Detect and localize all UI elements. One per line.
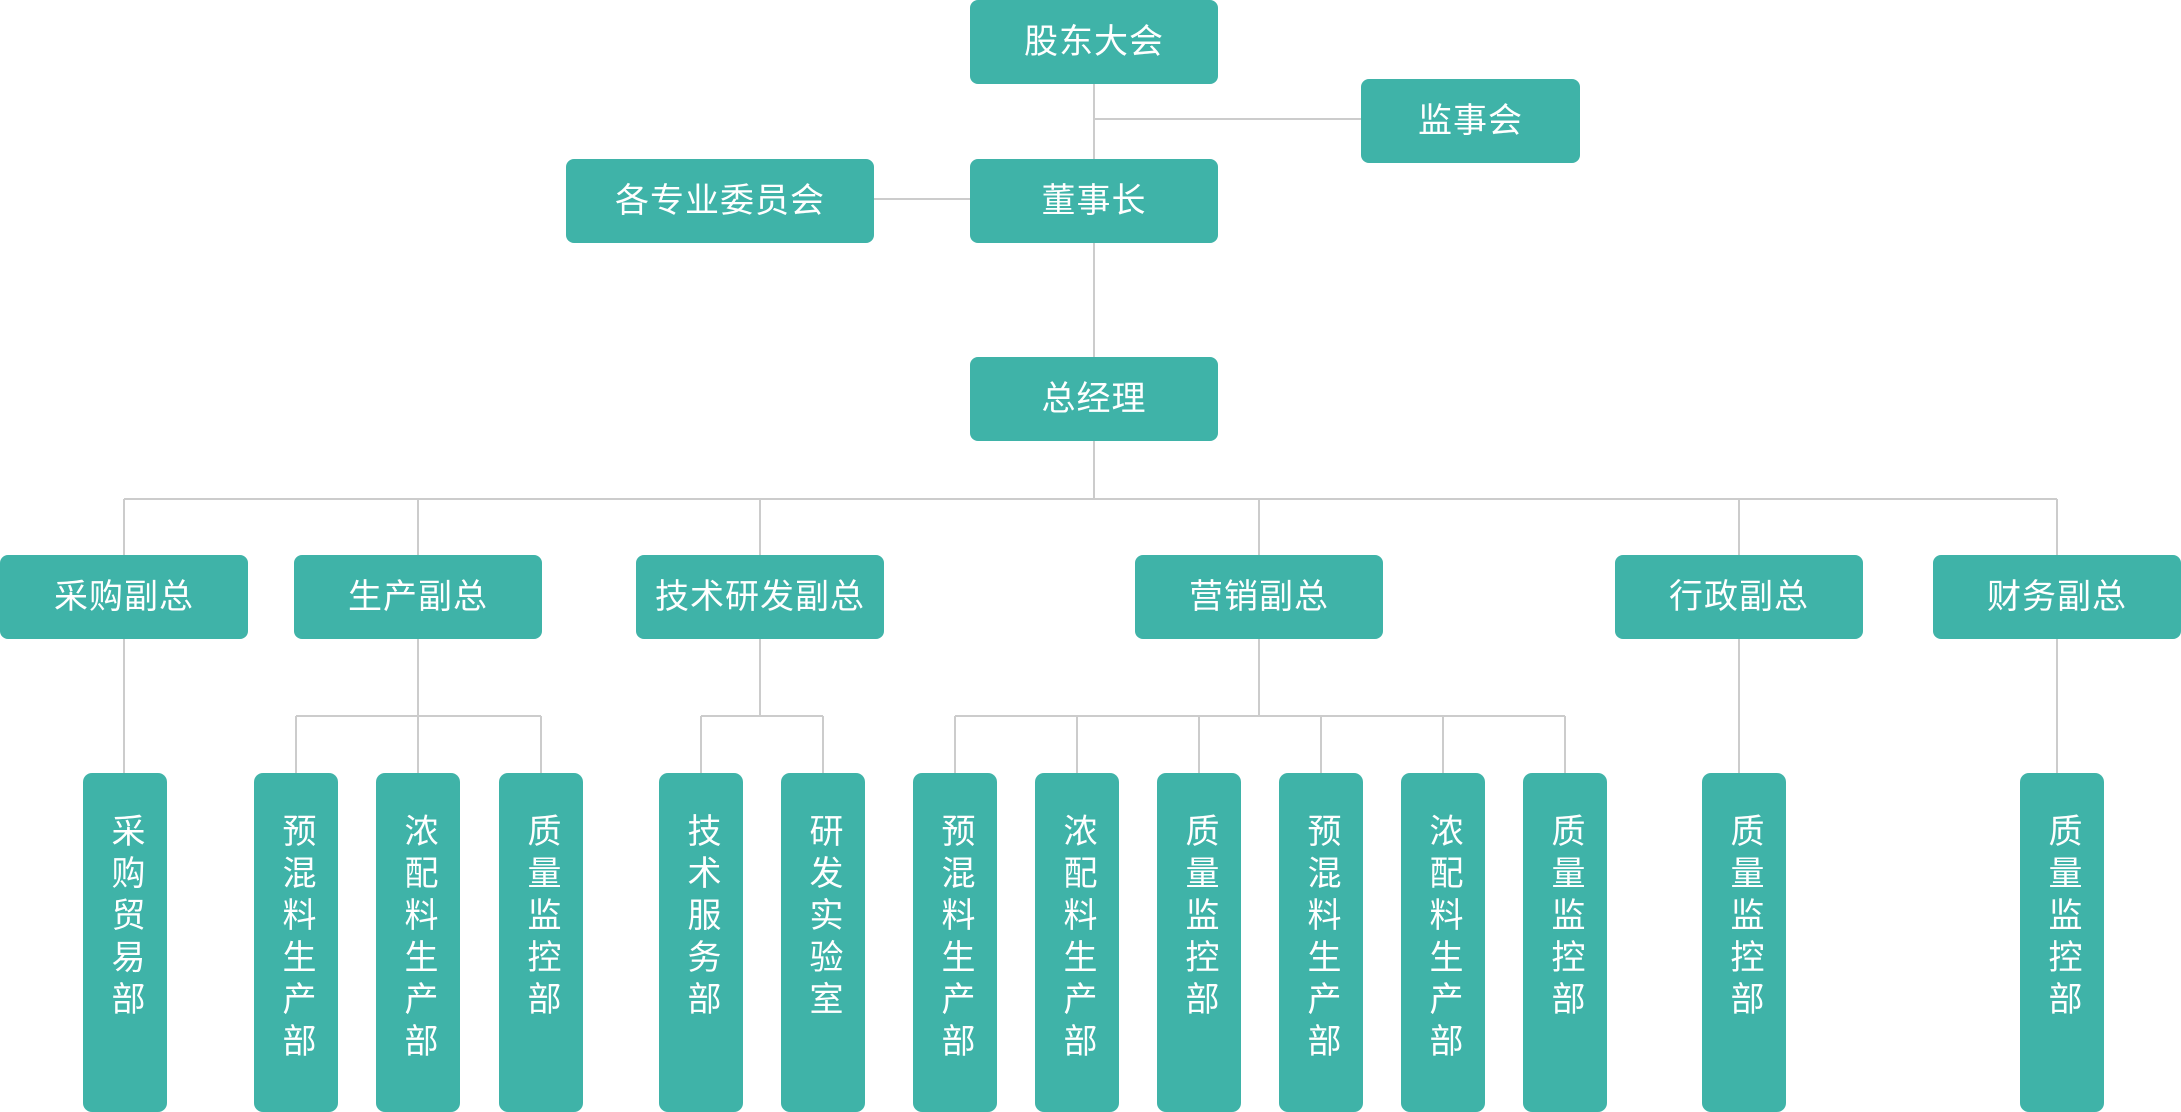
org-node-d11: 浓配料生产部 xyxy=(1401,773,1485,1112)
org-node-d8: 浓配料生产部 xyxy=(1035,773,1119,1112)
org-node-cwfz: 财务副总 xyxy=(1933,555,2181,639)
org-node-label: 行政副总 xyxy=(1669,577,1809,617)
org-node-label: 监事会 xyxy=(1418,101,1523,141)
org-node-label: 采购副总 xyxy=(54,577,194,617)
org-node-label: 采购贸易部 xyxy=(105,813,145,1023)
org-node-label: 预混料生产部 xyxy=(1301,813,1341,1065)
org-node-label: 质量监控部 xyxy=(1724,813,1764,1023)
org-node-cgfz: 采购副总 xyxy=(0,555,248,639)
org-node-zjl: 总经理 xyxy=(970,357,1218,441)
org-node-d14: 质量监控部 xyxy=(2020,773,2104,1112)
org-node-label: 质量监控部 xyxy=(1179,813,1219,1023)
org-node-jsfz: 技术研发副总 xyxy=(636,555,884,639)
org-node-xzfz: 行政副总 xyxy=(1615,555,1863,639)
org-node-label: 研发实验室 xyxy=(803,813,843,1023)
org-node-label: 浓配料生产部 xyxy=(398,813,438,1065)
org-node-label: 预混料生产部 xyxy=(276,813,316,1065)
org-node-label: 各专业委员会 xyxy=(615,181,825,221)
org-node-gddh: 股东大会 xyxy=(970,0,1218,84)
org-node-label: 质量监控部 xyxy=(1545,813,1585,1023)
org-node-label: 技术服务部 xyxy=(681,813,721,1023)
org-node-d1: 采购贸易部 xyxy=(83,773,167,1112)
org-node-d6: 研发实验室 xyxy=(781,773,865,1112)
org-node-label: 浓配料生产部 xyxy=(1057,813,1097,1065)
org-node-label: 营销副总 xyxy=(1189,577,1329,617)
org-node-d13: 质量监控部 xyxy=(1702,773,1786,1112)
org-node-label: 总经理 xyxy=(1041,379,1147,419)
org-node-label: 财务副总 xyxy=(1987,577,2127,617)
org-node-label: 质量监控部 xyxy=(2042,813,2082,1023)
org-node-label: 浓配料生产部 xyxy=(1423,813,1463,1065)
org-node-dsz: 董事长 xyxy=(970,159,1218,243)
org-node-label: 董事长 xyxy=(1041,181,1147,221)
org-node-d7: 预混料生产部 xyxy=(913,773,997,1112)
org-node-scfz: 生产副总 xyxy=(294,555,542,639)
org-node-wyh: 各专业委员会 xyxy=(566,159,874,243)
org-node-d2: 预混料生产部 xyxy=(254,773,338,1112)
org-node-label: 股东大会 xyxy=(1024,22,1164,62)
org-node-yxfz: 营销副总 xyxy=(1135,555,1383,639)
org-node-label: 生产副总 xyxy=(348,577,488,617)
org-node-jsh: 监事会 xyxy=(1361,79,1580,163)
org-node-label: 预混料生产部 xyxy=(935,813,975,1065)
org-node-d12: 质量监控部 xyxy=(1523,773,1607,1112)
org-node-d9: 质量监控部 xyxy=(1157,773,1241,1112)
org-node-d3: 浓配料生产部 xyxy=(376,773,460,1112)
org-node-d4: 质量监控部 xyxy=(499,773,583,1112)
org-node-label: 质量监控部 xyxy=(521,813,561,1023)
org-node-d10: 预混料生产部 xyxy=(1279,773,1363,1112)
org-node-label: 技术研发副总 xyxy=(655,577,865,617)
org-node-d5: 技术服务部 xyxy=(659,773,743,1112)
